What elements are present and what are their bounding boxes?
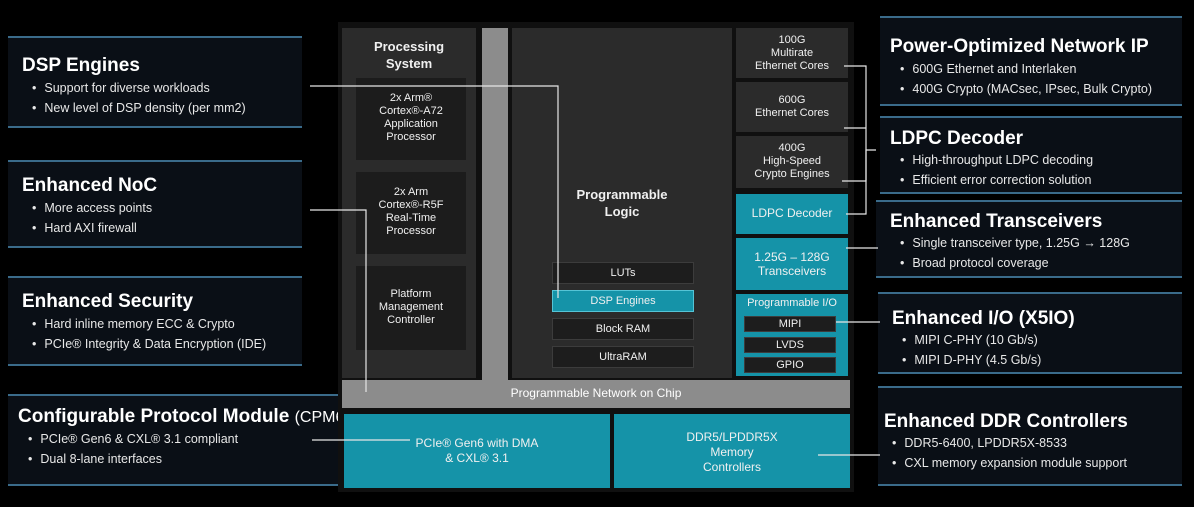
bullet: 400G Crypto (MACsec, IPsec, Bulk Crypto) (900, 80, 1152, 100)
feature-bullets: Support for diverse workloads New level … (32, 79, 246, 119)
feature-enhanced-io: Enhanced I/O (X5IO) MIPI C-PHY (10 Gb/s)… (878, 292, 1182, 374)
feature-network-ip: Power-Optimized Network IP 600G Ethernet… (880, 16, 1182, 106)
prog-io-label: Programmable I/O (747, 297, 837, 309)
feature-bullets: High-throughput LDPC decoding Efficient … (900, 151, 1093, 190)
feature-bullets: MIPI C-PHY (10 Gb/s) MIPI D-PHY (4.5 Gb/… (902, 331, 1041, 370)
bullet: 600G Ethernet and Interlaken (900, 60, 1152, 80)
bullet: PCIe® Gen6 & CXL® 3.1 compliant (28, 430, 238, 450)
bullet: MIPI D-PHY (4.5 Gb/s) (902, 351, 1041, 371)
feature-ddr-controllers: Enhanced DDR Controllers DDR5-6400, LPDD… (878, 386, 1182, 486)
feature-title: Enhanced NoC (22, 175, 158, 196)
pl-title: Programmable Logic (576, 187, 668, 219)
feature-title: Enhanced Transceivers (890, 211, 1103, 232)
feature-bullets: PCIe® Gen6 & CXL® 3.1 compliant Dual 8-l… (28, 430, 238, 469)
bullet: New level of DSP density (per mm2) (32, 99, 245, 119)
io-cell-gpio: GPIO (744, 357, 836, 373)
noc-vertical-strip (482, 28, 508, 380)
bullet: MIPI C-PHY (10 Gb/s) (902, 331, 1041, 351)
bullet: Dual 8-lane interfaces (28, 450, 238, 470)
ps-title: Processing System (373, 39, 445, 71)
pl-cell-block-ram: Block RAM (552, 318, 694, 340)
ldpc-label: LDPC Decoder (751, 206, 833, 220)
feature-title: Enhanced Security (22, 291, 194, 312)
feature-title: Configurable Protocol Module (CPM6) (18, 406, 350, 428)
feature-enhanced-noc: Enhanced NoC More access points Hard AXI… (8, 160, 302, 248)
pcie-cxl-block: PCIe® Gen6 with DMA& CXL® 3.1 (344, 414, 610, 488)
bullet: Hard AXI firewall (32, 219, 152, 239)
feature-ldpc: LDPC Decoder High-throughput LDPC decodi… (880, 116, 1182, 194)
bullet: Broad protocol coverage (900, 254, 1130, 274)
feature-title-main: Configurable Protocol Module (18, 406, 295, 427)
io-cell-mipi: MIPI (744, 316, 836, 332)
feature-enhanced-security: Enhanced Security Hard inline memory ECC… (8, 276, 302, 366)
feature-title: LDPC Decoder (890, 128, 1024, 149)
noc-label: Programmable Network on Chip (510, 386, 682, 400)
bullet: CXL memory expansion module support (892, 454, 1127, 474)
pl-cell-luts: LUTs (552, 262, 694, 284)
bullet: PCIe® Integrity & Data Encryption (IDE) (32, 335, 266, 355)
feature-bullets: DDR5-6400, LPDDR5X-8533 CXL memory expan… (892, 434, 1127, 473)
bullet: Support for diverse workloads (32, 79, 246, 99)
pl-cell-ultraram: UltraRAM (552, 346, 694, 368)
feature-dsp-engines: DSP Engines Support for diverse workload… (8, 36, 302, 128)
bullet: DDR5-6400, LPDDR5X-8533 (892, 434, 1127, 454)
bullet: Hard inline memory ECC & Crypto (32, 315, 266, 335)
io-cell-lvds: LVDS (744, 337, 836, 353)
feature-title: Enhanced DDR Controllers (884, 411, 1128, 432)
pcie-label: PCIe® Gen6 with DMA& CXL® 3.1 (415, 436, 539, 465)
bullet: Efficient error correction solution (900, 171, 1093, 191)
feature-title: DSP Engines (22, 55, 140, 76)
feature-bullets: More access points Hard AXI firewall (32, 199, 152, 238)
feature-cpm6: Configurable Protocol Module (CPM6) PCIe… (8, 394, 350, 486)
processing-system: Processing System 2x Arm®Cortex®-A72 App… (342, 28, 476, 378)
bullet: Single transceiver type, 1.25G → 128G (900, 234, 1129, 254)
feature-bullets: 600G Ethernet and Interlaken 400G Crypto… (900, 60, 1152, 99)
feature-title-suffix: (CPM6) (294, 409, 350, 426)
ldpc-decoder-block: LDPC Decoder (736, 194, 848, 234)
bullet: High-throughput LDPC decoding (900, 151, 1093, 171)
pl-cell-dsp-engines: DSP Engines (552, 290, 694, 312)
feature-bullets: Hard inline memory ECC & Crypto PCIe® In… (32, 315, 266, 354)
feature-title: Enhanced I/O (X5IO) (892, 308, 1075, 329)
feature-bullets: Single transceiver type, 1.25G → 128G Br… (900, 234, 1130, 274)
feature-title: Power-Optimized Network IP (890, 36, 1149, 57)
programmable-noc: Programmable Network on Chip (342, 380, 850, 408)
feature-transceivers: Enhanced Transceivers Single transceiver… (876, 200, 1182, 278)
bullet: More access points (32, 199, 152, 219)
